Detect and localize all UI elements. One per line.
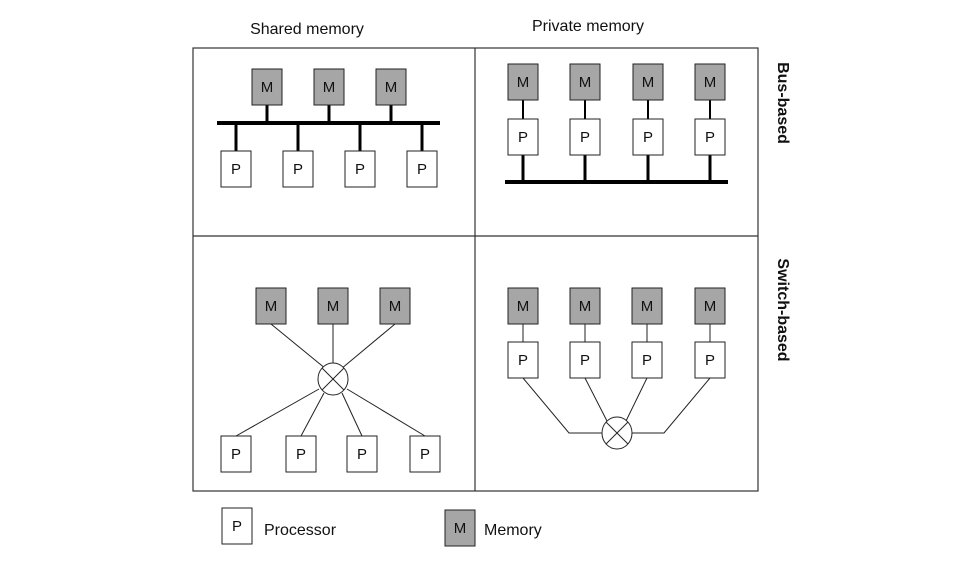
memory-box: M xyxy=(375,68,407,106)
switch-link xyxy=(522,377,603,434)
panel-private-bus: M M M M P P P xyxy=(505,63,728,184)
svg-text:P: P xyxy=(580,129,590,146)
legend-item-memory: M Memory xyxy=(444,509,542,547)
svg-text:M: M xyxy=(641,298,654,315)
svg-text:P: P xyxy=(296,446,306,463)
crossbar-switch xyxy=(601,416,633,450)
processor-box: P xyxy=(694,341,726,379)
legend-memory-label: Memory xyxy=(484,522,542,539)
svg-text:M: M xyxy=(704,74,717,91)
legend-processor-label: Processor xyxy=(264,522,337,539)
memory-box: M xyxy=(507,287,539,325)
memory-box: M xyxy=(255,287,287,325)
svg-text:P: P xyxy=(518,352,528,369)
svg-text:P: P xyxy=(293,161,303,178)
memory-box: M xyxy=(694,287,726,325)
legend-item-processor: P Processor xyxy=(221,507,337,545)
bus-lines xyxy=(217,105,440,151)
switch-link xyxy=(235,388,320,437)
switch-links xyxy=(235,323,426,437)
column-header-private-memory: Private memory xyxy=(532,18,644,35)
memory-box: M xyxy=(694,63,726,101)
memory-box: M xyxy=(632,63,664,101)
processor-box: P xyxy=(569,118,601,156)
switch-link xyxy=(346,388,426,437)
memory-box: M xyxy=(507,63,539,101)
svg-text:M: M xyxy=(642,74,655,91)
svg-text:M: M xyxy=(323,79,336,96)
row-header-switch-based: Switch-based xyxy=(774,258,791,361)
memory-box: M xyxy=(631,287,663,325)
switch-link xyxy=(270,323,327,370)
switch-link xyxy=(631,377,711,434)
processor-box: P xyxy=(220,150,252,188)
legend: P Processor M Memory xyxy=(221,507,542,547)
memory-box: M xyxy=(379,287,411,325)
legend-processor-box xyxy=(221,507,253,545)
svg-text:P: P xyxy=(231,161,241,178)
legend-memory-box xyxy=(444,509,476,547)
switch-link xyxy=(341,392,363,437)
svg-text:M: M xyxy=(261,79,274,96)
switch-link xyxy=(625,377,648,422)
memory-box: M xyxy=(569,287,601,325)
processor-box: P xyxy=(220,435,252,473)
memory-box: M xyxy=(313,68,345,106)
svg-text:P: P xyxy=(417,161,427,178)
mp-links xyxy=(522,324,711,342)
row-header-bus-based: Bus-based xyxy=(774,62,791,144)
svg-text:M: M xyxy=(704,298,717,315)
svg-text:P: P xyxy=(518,129,528,146)
processor-box: P xyxy=(507,341,539,379)
svg-text:P: P xyxy=(643,129,653,146)
crossbar-switch xyxy=(317,362,349,396)
processor-box: P xyxy=(632,118,664,156)
legend-processor-letter: P xyxy=(232,518,242,535)
bus-lines xyxy=(505,100,728,184)
svg-text:P: P xyxy=(357,446,367,463)
panel-shared-switch: M M M P P P P xyxy=(220,287,441,473)
processor-box: P xyxy=(694,118,726,156)
processor-box: P xyxy=(285,435,317,473)
memory-box: M xyxy=(569,63,601,101)
column-header-shared-memory: Shared memory xyxy=(250,21,364,38)
panel-private-switch: M M M M P P P xyxy=(507,287,726,450)
processor-box: P xyxy=(406,150,438,188)
processor-box: P xyxy=(631,341,663,379)
svg-text:M: M xyxy=(389,298,402,315)
memory-box: M xyxy=(251,68,283,106)
processor-box: P xyxy=(507,118,539,156)
svg-text:M: M xyxy=(385,79,398,96)
switch-link xyxy=(584,377,608,422)
processor-box: P xyxy=(409,435,441,473)
processor-box: P xyxy=(346,435,378,473)
svg-text:M: M xyxy=(517,298,530,315)
svg-text:P: P xyxy=(580,352,590,369)
svg-text:P: P xyxy=(420,446,430,463)
svg-text:M: M xyxy=(579,74,592,91)
svg-text:P: P xyxy=(705,129,715,146)
switch-link xyxy=(300,392,325,437)
svg-text:P: P xyxy=(355,161,365,178)
svg-text:P: P xyxy=(231,446,241,463)
legend-memory-letter: M xyxy=(454,520,467,537)
processor-box: P xyxy=(282,150,314,188)
processor-box: P xyxy=(569,341,601,379)
memory-box: M xyxy=(317,287,349,325)
svg-text:M: M xyxy=(517,74,530,91)
switch-links xyxy=(522,377,711,434)
switch-link xyxy=(340,323,396,370)
panel-shared-bus: M M M P P P P xyxy=(217,68,440,188)
svg-text:P: P xyxy=(642,352,652,369)
svg-text:M: M xyxy=(327,298,340,315)
grid xyxy=(192,47,759,492)
svg-text:M: M xyxy=(265,298,278,315)
svg-text:P: P xyxy=(705,352,715,369)
processor-box: P xyxy=(344,150,376,188)
svg-text:M: M xyxy=(579,298,592,315)
